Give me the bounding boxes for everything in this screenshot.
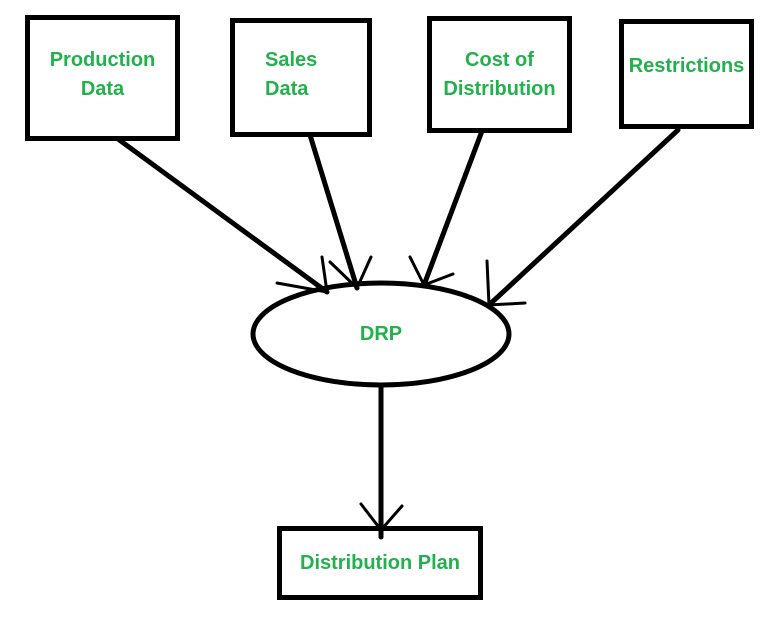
node-distribution-plan-label: Distribution Plan <box>300 551 460 574</box>
arrow-restrictions-to-drp <box>486 127 681 308</box>
node-distribution-plan: Distribution Plan <box>277 526 483 600</box>
arrowhead-cost-wing <box>408 255 426 287</box>
arrowhead-sales-wing <box>355 255 373 290</box>
arrowhead-restrictions-wing <box>487 301 527 307</box>
arrowhead-plan-wing <box>359 502 383 532</box>
node-production-data: Production Data <box>25 15 180 141</box>
arrowhead-restrictions-wing <box>485 259 491 307</box>
drp-ellipse <box>250 280 512 388</box>
arrow-production-to-drp <box>115 136 330 295</box>
node-sales-data: Sales Data <box>230 18 372 137</box>
arrowhead-sales-wing <box>328 260 359 290</box>
arrow-sales-to-drp <box>307 132 360 291</box>
node-restrictions-label: Restrictions <box>628 55 745 77</box>
arrowhead-production-wing <box>275 281 329 294</box>
node-production-data-label: Production Data <box>49 49 156 100</box>
arrowhead-cost-wing <box>422 272 455 287</box>
node-sales-data-label: Sales Data <box>265 49 318 100</box>
arrow-cost-to-drp <box>421 128 485 288</box>
node-restrictions: Restrictions <box>619 19 754 129</box>
arrowhead-production-wing <box>320 255 329 294</box>
node-cost-of-distribution: Cost of Distribution <box>427 16 572 133</box>
node-cost-of-distribution-label: Cost of Distribution <box>443 49 556 100</box>
